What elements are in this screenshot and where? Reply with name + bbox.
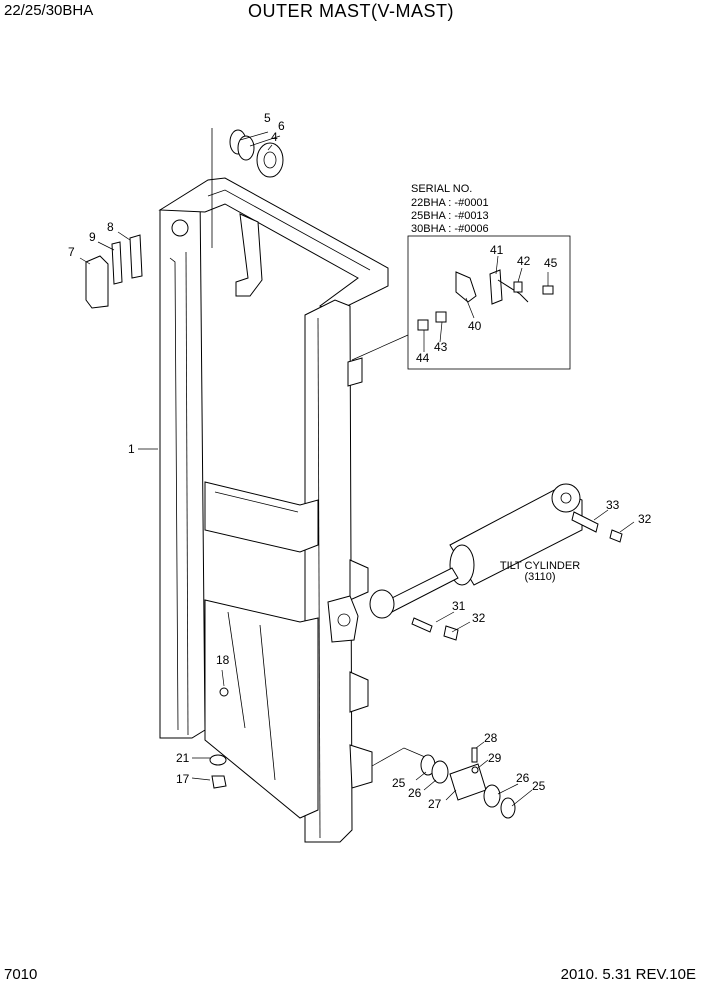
- page-number: 7010: [4, 966, 38, 983]
- callout-26-right: 26: [516, 771, 530, 785]
- leader-lines: [79, 131, 635, 807]
- callout-18: 18: [216, 653, 230, 667]
- callout-17: 17: [176, 772, 190, 786]
- serial-detail-inset: [351, 235, 571, 370]
- serial-line-22bha: 22BHA : -#0001: [411, 197, 489, 209]
- serial-line-25bha: 25BHA : -#0013: [411, 210, 489, 222]
- callout-42: 42: [517, 254, 531, 268]
- callout-8: 8: [107, 220, 114, 234]
- page-title: OUTER MAST(V-MAST): [248, 1, 454, 21]
- callout-27: 27: [428, 797, 442, 811]
- callout-21: 21: [176, 751, 190, 765]
- callout-31: 31: [452, 599, 466, 613]
- callout-numbers: 1 4 5 6 7 8 9 18 21 17 25 26 27 28 29 26…: [68, 111, 652, 811]
- tilt-cylinder-ref: (3110): [525, 571, 556, 583]
- bracket-shim-group: [85, 234, 143, 309]
- callout-29: 29: [488, 751, 502, 765]
- drain-plug-group: [209, 687, 229, 789]
- serial-line-30bha: 30BHA : -#0006: [411, 223, 489, 235]
- callout-25-right: 25: [532, 779, 546, 793]
- callout-1: 1: [128, 442, 135, 456]
- tilt-cylinder: [369, 483, 623, 641]
- callout-6: 6: [278, 119, 285, 133]
- callout-4: 4: [271, 130, 278, 144]
- model-code: 22/25/30BHA: [4, 2, 94, 19]
- callout-9: 9: [89, 230, 96, 244]
- callout-7: 7: [68, 245, 75, 259]
- callout-5: 5: [264, 111, 271, 125]
- callout-33: 33: [606, 498, 620, 512]
- callout-25-left: 25: [392, 776, 406, 790]
- tilt-cylinder-note: TILT CYLINDER (3110): [500, 560, 580, 583]
- pivot-bushing-group: [371, 747, 516, 819]
- tilt-cylinder-label: TILT CYLINDER: [500, 560, 580, 572]
- callout-41: 41: [490, 243, 504, 257]
- callout-45: 45: [544, 256, 558, 270]
- callout-26-left: 26: [408, 786, 422, 800]
- callout-44: 44: [416, 351, 430, 365]
- serial-heading: SERIAL NO.: [411, 183, 472, 195]
- date-revision: 2010. 5.31 REV.10E: [560, 966, 696, 983]
- callout-32-upper: 32: [638, 512, 652, 526]
- callout-43: 43: [434, 340, 448, 354]
- bearing-washer-group: [171, 128, 284, 248]
- callout-40: 40: [468, 319, 482, 333]
- callout-32-lower: 32: [472, 611, 486, 625]
- outer-mast-frame: [158, 177, 389, 843]
- callout-28: 28: [484, 731, 498, 745]
- serial-number-note: SERIAL NO. 22BHA : -#0001 25BHA : -#0013…: [411, 183, 489, 235]
